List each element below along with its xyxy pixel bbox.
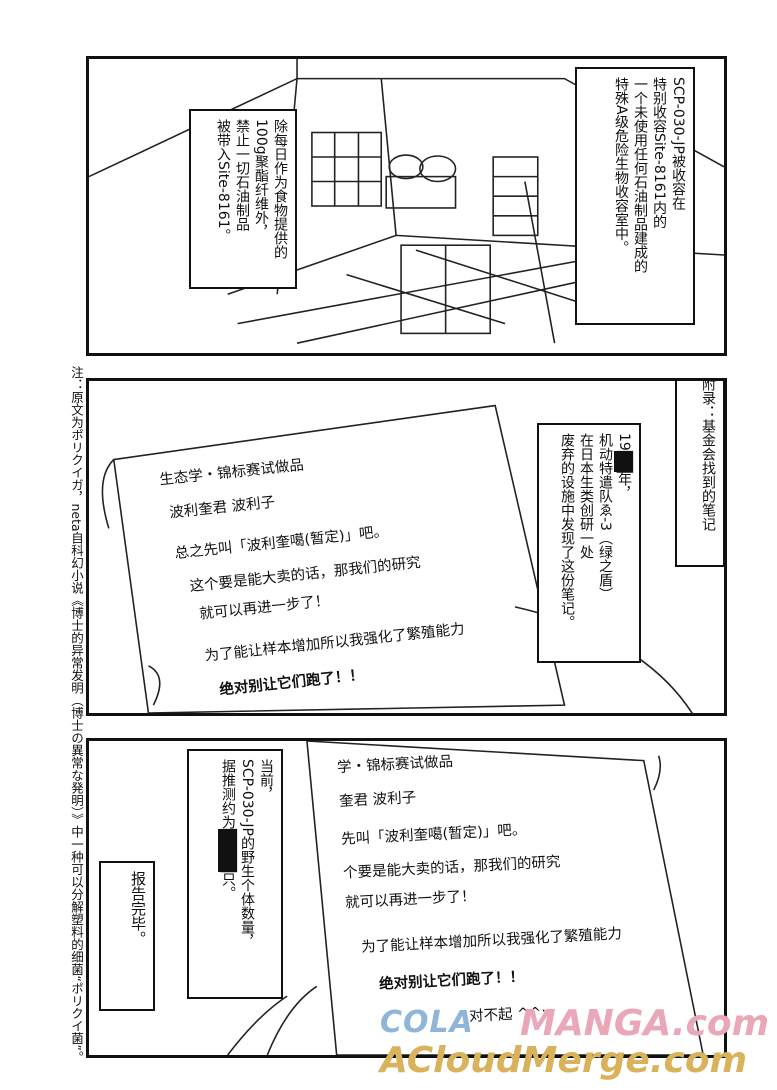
caption-estimate-suffix: 只。 (220, 872, 236, 901)
caption-food-line3: 禁止一切石油制品 (234, 119, 250, 231)
caption-containment-line4: 特殊A级危险生物收容室中。 (613, 77, 629, 255)
caption-found: 19██年， 机动特遣队ゑ-3（绿之盾） 在日本生类创研一处 废弃的设施中发现了… (537, 423, 641, 663)
watermark-acloudmerge: ACloudMerge.com (380, 1040, 748, 1081)
caption-food-line4: 被带入Site-8161。 (215, 119, 231, 243)
caption-containment-line2: 特别收容Site-8161内的 (651, 77, 667, 229)
caption-food-line2: 100g聚酯纤维外， (253, 119, 269, 239)
translator-note: 注：原文为ポリクイガ，neta自科幻小说《博士的异常发明（博士の異常な発明）》中… (69, 366, 84, 1064)
caption-found-line2: 在日本生类创研一处 (578, 433, 594, 559)
memo-paper-2 (227, 741, 705, 1055)
caption-end: 报告完毕。 (99, 861, 155, 1011)
watermark-manga: MANGA.com (520, 1003, 770, 1044)
year-prefix: 19 (616, 433, 632, 451)
caption-found-line1: 机动特遣队ゑ-3（绿之盾） (597, 433, 613, 601)
caption-estimate: 当前， SCP-030-JP的野生个体数量， 据推测约为████只。 (187, 749, 283, 999)
caption-food-line1: 除每日作为食物提供的 (272, 119, 288, 259)
panel-memo: 生态学・锦标赛试做品 波利奎君 波利子 总之先叫「波利奎噶(暂定)」吧。 这个要… (86, 378, 727, 716)
caption-appendix-text: 附录：基金会找到的笔记 (700, 378, 716, 531)
caption-containment: SCP-030-JP被收容在 特别收容Site-8161内的 一个未使用任何石油… (575, 67, 695, 325)
caption-estimate-line2: SCP-030-JP的野生个体数量， (239, 759, 255, 948)
panel-room: SCP-030-JP被收容在 特别收容Site-8161内的 一个未使用任何石油… (86, 56, 727, 356)
caption-food: 除每日作为食物提供的 100g聚酯纤维外， 禁止一切石油制品 被带入Site-8… (189, 109, 297, 289)
caption-found-line3: 废弃的设施中发现了这份笔记。 (559, 433, 575, 629)
memo2-line2: 奎君 波利子 (338, 789, 417, 811)
panel-estimate: 学・锦标赛试做品 奎君 波利子 先叫「波利奎噶(暂定)」吧。 个要是能大卖的话，… (86, 738, 727, 1058)
redacted-block: ██ (614, 450, 633, 473)
caption-estimate-line3: 据推测约为 (220, 759, 236, 829)
watermark-cola: COLA (380, 1005, 474, 1040)
caption-containment-line3: 一个未使用任何石油制品建成的 (632, 77, 648, 273)
caption-estimate-line1: 当前， (258, 759, 274, 801)
redacted-count: ████ (218, 829, 237, 873)
caption-containment-line1: SCP-030-JP被收容在 (670, 77, 686, 210)
caption-end-text: 报告完毕。 (129, 871, 147, 946)
year-suffix: 年， (616, 472, 632, 501)
caption-appendix: 附录：基金会找到的笔记 (675, 378, 724, 567)
